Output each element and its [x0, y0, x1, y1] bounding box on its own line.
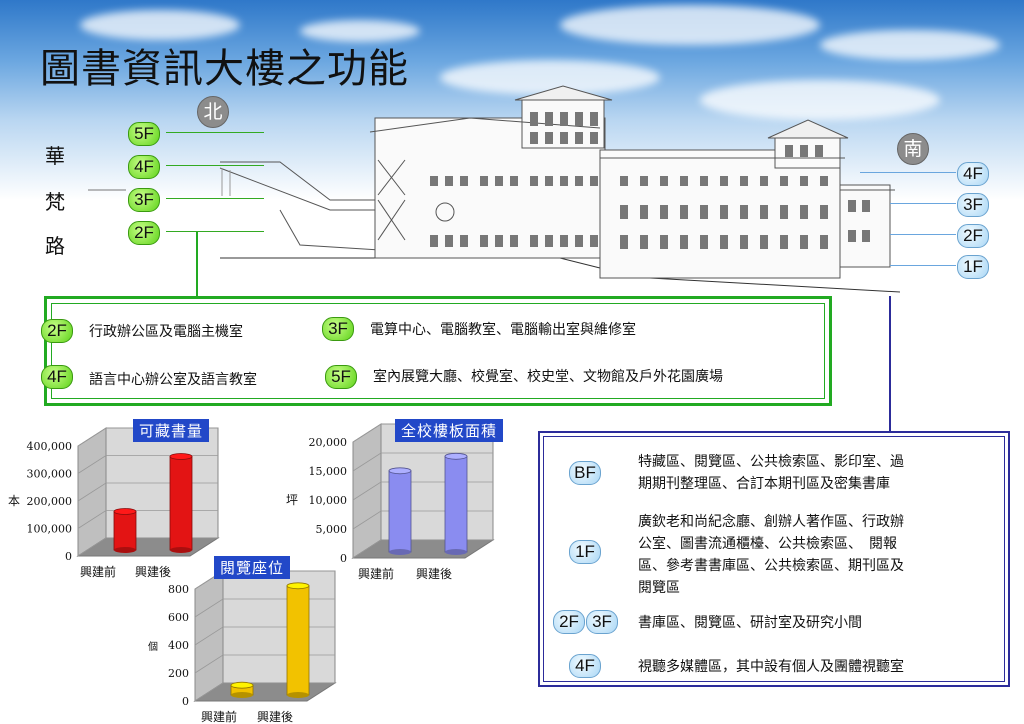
- function-text: 特藏區、閱覽區、公共檢索區、影印室、過: [638, 454, 904, 470]
- road-name-char: 梵: [45, 190, 65, 214]
- south-floor-1f-badge: 1F: [957, 255, 989, 279]
- cloud: [80, 10, 240, 40]
- function-floor-badge: 2F: [553, 610, 585, 634]
- north-floor-5f-badge: 5F: [128, 122, 160, 146]
- road-name-char: 華: [45, 144, 65, 168]
- function-text: 區、參考書書庫區、公共檢索區、期刊區及: [638, 558, 904, 574]
- function-floor-badge: 4F: [41, 365, 73, 389]
- north-floor-2f-badge: 2F: [128, 221, 160, 245]
- north-compass-badge: 北: [197, 96, 229, 128]
- road-name-char: 路: [45, 234, 65, 258]
- chart-title: 全校樓板面積: [395, 419, 504, 442]
- south-floor-3f-badge: 3F: [957, 193, 989, 217]
- floor-level-line: [166, 165, 264, 166]
- floor-level-line: [166, 198, 264, 199]
- floor-level-line: [166, 231, 264, 232]
- cloud: [300, 20, 420, 42]
- function-floor-badge: 3F: [586, 610, 618, 634]
- page-title: 圖書資訊大樓之功能: [40, 46, 409, 92]
- function-text: 期期刊整理區、合訂本期刊區及密集書庫: [638, 476, 890, 492]
- north-floor-3f-badge: 3F: [128, 188, 160, 212]
- chart-title: 閱覽座位: [214, 556, 291, 579]
- chart-title: 可藏書量: [133, 419, 210, 442]
- cloud: [440, 60, 660, 95]
- cloud: [820, 30, 1000, 60]
- function-text: 視聽多媒體區，其中設有個人及團體視聽室: [638, 659, 904, 675]
- function-text: 閱覽區: [638, 580, 680, 596]
- floor-level-line: [890, 234, 956, 235]
- south-functions-box: BF 特藏區、閱覽區、公共檢索區、影印室、過 期期刊整理區、合訂本期刊區及密集書…: [538, 431, 1010, 687]
- floor-level-line: [166, 132, 264, 133]
- floor-level-line: [860, 172, 956, 173]
- function-text: 室內展覽大廳、校覺室、校史堂、文物館及戶外花園廣場: [373, 369, 723, 385]
- cloud: [700, 80, 940, 120]
- south-floor-2f-badge: 2F: [957, 224, 989, 248]
- function-floor-badge: 3F: [322, 317, 354, 341]
- north-floor-4f-badge: 4F: [128, 155, 160, 179]
- cloud: [560, 5, 820, 45]
- function-floor-badge: BF: [569, 461, 601, 485]
- south-compass-badge: 南: [897, 133, 929, 165]
- function-floor-badge: 2F: [41, 319, 73, 343]
- function-floor-badge: 4F: [569, 654, 601, 678]
- function-text: 公室、圖書流通櫃檯、公共檢索區、 閱報: [638, 536, 897, 552]
- floor-level-line: [890, 265, 956, 266]
- south-floor-4f-badge: 4F: [957, 162, 989, 186]
- function-text: 行政辦公區及電腦主機室: [89, 324, 243, 340]
- floor-level-line: [890, 203, 956, 204]
- function-text: 語言中心辦公室及語言教室: [89, 372, 257, 388]
- function-floor-badge: 1F: [569, 540, 601, 564]
- north-functions-box: 2F 行政辦公區及電腦主機室 3F 電算中心、電腦教室、電腦輸出室與維修室 4F…: [41, 296, 832, 406]
- function-text: 廣欽老和尚紀念廳、創辦人著作區、行政辦: [638, 514, 904, 530]
- function-floor-badge: 5F: [325, 365, 357, 389]
- function-text: 書庫區、閱覽區、研討室及研究小間: [638, 615, 862, 631]
- function-text: 電算中心、電腦教室、電腦輸出室與維修室: [370, 322, 636, 338]
